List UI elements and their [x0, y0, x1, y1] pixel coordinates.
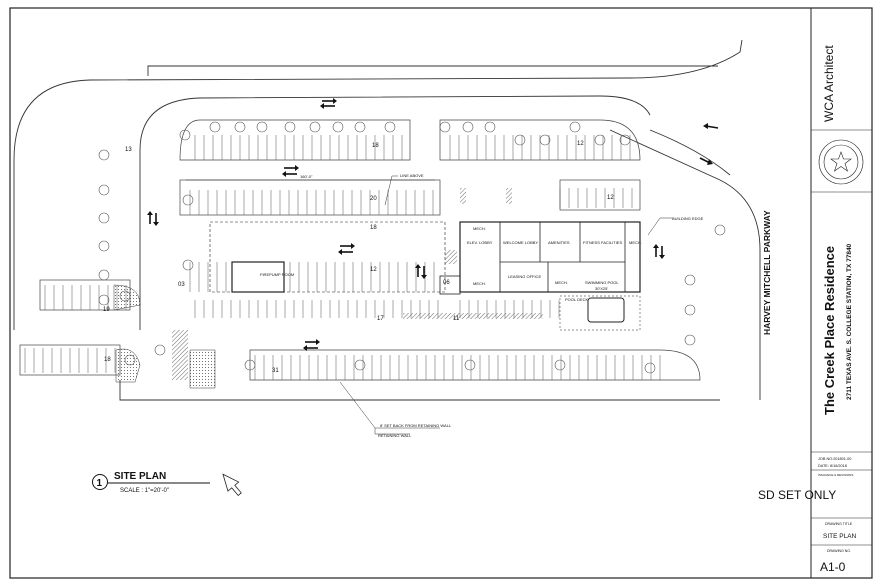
drawing-title: SITE PLAN — [114, 471, 166, 482]
stall-count: 11 — [453, 316, 460, 322]
tree-icon — [98, 212, 110, 224]
tree-icon — [594, 134, 606, 146]
parking-islands — [19, 119, 701, 381]
leader-lines — [186, 175, 672, 435]
tree-icon — [98, 294, 110, 306]
tree-icon — [244, 359, 256, 371]
tree-icon — [98, 240, 110, 252]
stall-count: 12 — [577, 141, 584, 147]
tree-icon — [514, 134, 526, 146]
project-name: The Creek Place Residence — [822, 246, 837, 415]
tree-icon — [554, 359, 566, 371]
stall-count: 20 — [370, 196, 377, 202]
stall-count: 18 — [372, 143, 379, 149]
drawing-scale: SCALE : 1"=20'-0" — [120, 488, 169, 494]
callout-building-edge: BUILDING EDGE — [672, 216, 704, 221]
stall-count: 06 — [443, 280, 450, 286]
callout-retaining-wall: RETAINING WALL — [378, 433, 412, 438]
room-firepump: FIREPUMP ROOM — [260, 272, 294, 277]
stall-count: 31 — [272, 368, 279, 374]
tree-icon — [384, 121, 396, 133]
drawing-title-label: DRAWING TITLE — [825, 522, 853, 526]
room-pool-deck: POOL DECK — [565, 297, 589, 302]
tree-icon — [644, 362, 656, 374]
tree-icon — [182, 259, 194, 271]
tree-icon — [154, 344, 166, 356]
title-block-drawing-title: SITE PLAN — [823, 533, 857, 540]
stall-count: 12 — [370, 267, 377, 273]
tree-icon — [464, 359, 476, 371]
stall-count: 19 — [103, 307, 110, 313]
room-mech-4: MECH. — [555, 280, 568, 285]
parking-stalls — [24, 135, 661, 380]
tree-icon — [569, 121, 581, 133]
room-mech-1: MECH. — [473, 226, 486, 231]
drawing-no: A1-0 — [820, 560, 846, 574]
room-elev-lobby: ELEV. LOBBY — [467, 240, 493, 245]
tree-icon — [179, 129, 191, 141]
room-leasing: LEASING OFFICE — [508, 274, 541, 279]
tree-icon — [182, 194, 194, 206]
revisions-label: ISSUANCE & REVISIONS — [818, 473, 853, 477]
dimension-label: 160'-0" — [300, 174, 313, 179]
tree-icon — [684, 274, 696, 286]
project-address: 2711 TEXAS AVE. S. COLLEGE STATION, TX 7… — [846, 243, 853, 400]
road-label: HARVEY MITCHELL PARKWAY — [762, 210, 772, 335]
tree-icon — [439, 121, 451, 133]
room-fitness: FITNESS FACILITIES — [583, 240, 622, 245]
architect-seal — [818, 139, 864, 185]
stall-count: 18 — [104, 357, 111, 363]
road-lines — [13, 39, 761, 401]
room-mech-3: MECH. — [473, 281, 486, 286]
tree-icon — [209, 121, 221, 133]
traffic-arrows — [147, 98, 719, 351]
drawing-number-bubble — [92, 474, 108, 490]
tree-icon — [256, 121, 268, 133]
room-amenities: AMENITIES — [548, 240, 570, 245]
callout-setback: 8' SET BACK FROM RETAINING WALL — [380, 423, 452, 428]
tree-icon — [234, 121, 246, 133]
tree-icon — [284, 121, 296, 133]
tree-icon — [684, 304, 696, 316]
stall-count: 03 — [178, 282, 185, 288]
tree-icon — [98, 269, 110, 281]
tree-icon — [309, 121, 321, 133]
stall-count: 12 — [607, 195, 614, 201]
tree-icon — [354, 359, 366, 371]
stall-count: 17 — [377, 316, 384, 322]
tree-icon — [332, 121, 344, 133]
issue-date: DATE: 8/16/2018 — [818, 464, 847, 468]
sheet-border — [9, 7, 873, 579]
room-pool-size: 30'X25' — [595, 286, 608, 291]
tree-icon — [539, 134, 551, 146]
tree-icon — [462, 121, 474, 133]
tree-icon — [714, 224, 726, 236]
room-mech-2: MECH. — [629, 240, 642, 245]
tree-icon — [484, 121, 496, 133]
job-number: JOB NO:201801-00 — [818, 457, 851, 461]
set-status: SD SET ONLY — [758, 488, 836, 502]
firm-name: WCA Architect — [822, 45, 836, 122]
tree-icon — [619, 134, 631, 146]
hatched-areas — [113, 188, 543, 389]
tree-icon — [98, 184, 110, 196]
tree-icon — [684, 334, 696, 346]
tree-icon — [98, 149, 110, 161]
stall-count: 18 — [370, 225, 377, 231]
tree-icon — [354, 121, 366, 133]
room-welcome-lobby: WELCOME LOBBY — [503, 240, 538, 245]
drawing-number: 1 — [97, 478, 103, 489]
stall-count: 13 — [125, 147, 132, 153]
room-pool: SWIMMING POOL — [585, 280, 619, 285]
landscape-trees — [98, 121, 726, 374]
north-arrow-icon — [222, 473, 242, 497]
callout-line-above: LINE ABOVE — [400, 173, 424, 178]
drawing-no-label: DRAWING NO. — [827, 549, 851, 553]
title-block — [811, 129, 872, 546]
building-footprint — [209, 221, 641, 331]
